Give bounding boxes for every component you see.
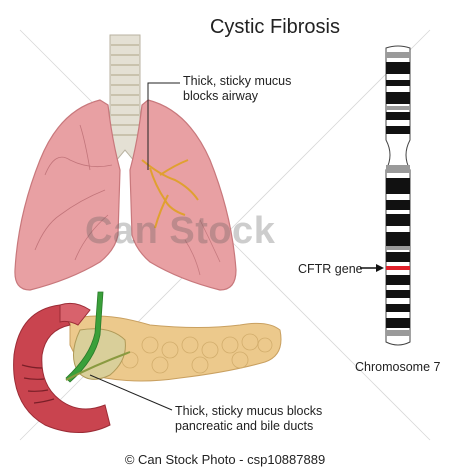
- cftr-arrow: [360, 264, 384, 272]
- airway-label-line-2: blocks airway: [183, 89, 259, 103]
- chromosome-7: [385, 45, 411, 346]
- left-lung-vessels: [34, 124, 113, 261]
- pancreas: [69, 315, 282, 382]
- duct-label-line-1: Thick, sticky mucus blocks: [175, 404, 323, 418]
- left-lung: [14, 99, 121, 291]
- pancreas-head-section: [73, 328, 126, 380]
- airway-callout-line: [147, 82, 180, 170]
- airway-label: Thick, sticky mucus blocks airway: [183, 74, 333, 104]
- chromosome-bands: [386, 62, 410, 328]
- trachea: [101, 34, 149, 169]
- cftr-gene-band: [386, 266, 410, 270]
- chromosome-label: Chromosome 7: [355, 360, 441, 374]
- diagram-title: Cystic Fibrosis: [209, 16, 340, 38]
- airway-label-line-1: Thick, sticky mucus: [183, 74, 292, 88]
- duodenum-top: [59, 302, 91, 326]
- duct-label-line-2: pancreatic and bile ducts: [175, 419, 314, 433]
- duodenum: [13, 304, 111, 433]
- right-lung: [129, 99, 237, 291]
- pancreatic-duct: [65, 351, 131, 381]
- duodenum-folds: [21, 364, 55, 404]
- duct-label: Thick, sticky mucus blocks pancreatic an…: [175, 404, 375, 434]
- right-lung-vessels: [184, 219, 221, 276]
- duct-callout-line: [89, 374, 173, 411]
- cftr-gene-label: CFTR gene: [298, 262, 363, 276]
- chromosome-grey-bands: [386, 52, 410, 336]
- right-lung-mucus-airways: [141, 159, 199, 229]
- watermark: Can Stock: [85, 210, 276, 252]
- footer-credit: © Can Stock Photo - csp10887889: [124, 452, 326, 467]
- bile-duct: [65, 291, 104, 383]
